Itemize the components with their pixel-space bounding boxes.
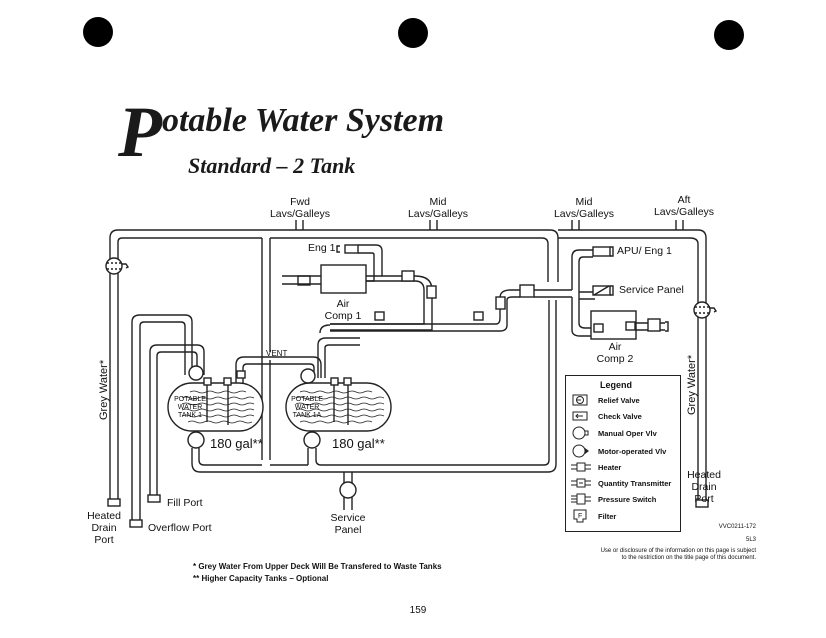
tank1-capacity: 180 gal** [210, 436, 263, 451]
legend-item: Manual Oper Vlv [570, 426, 657, 440]
pressure-switch-icon [571, 493, 591, 505]
main-supply-pipe [109, 220, 707, 500]
check-valve-icon [572, 411, 588, 421]
heater-icon [571, 462, 591, 472]
filter-icon: F [573, 509, 587, 523]
page-title: Potable Water System [118, 92, 445, 172]
tank1a-capacity: 180 gal** [332, 436, 385, 451]
relief-valve-icon [572, 394, 588, 406]
overflow-port-label: Overflow Port [148, 522, 212, 534]
fill-port-label: Fill Port [167, 497, 203, 509]
grey-water-right-label: Grey Water* [686, 354, 698, 415]
quantity-transmitter-icon [571, 478, 591, 488]
legend-item: Motor-operated Vlv [570, 444, 666, 458]
legend-item: Check Valve [570, 409, 642, 423]
page-number: 159 [409, 605, 427, 616]
heated-drain-port-right [695, 499, 709, 508]
heated-drain-port-left [107, 498, 121, 507]
grey-water-left-label: Grey Water* [98, 359, 110, 420]
doc-ref: 5L3 [745, 537, 756, 543]
fill-port [147, 494, 161, 503]
page-subtitle: Standard – 2 Tank [188, 153, 356, 178]
motor-valve-icon [572, 444, 589, 458]
legend-item: F Filter [570, 509, 616, 523]
apu-eng1-label: APU/ Eng 1 [617, 245, 672, 257]
grey-water-valve-right [693, 301, 718, 319]
manual-valve-icon [572, 426, 589, 440]
air-compressor-1 [282, 244, 437, 320]
legend-item: Pressure Switch [570, 492, 656, 506]
vent-label: VENT [266, 349, 288, 358]
hole-punch-center [398, 18, 428, 48]
legend-box: Legend Relief Valve Check Valve Manual O… [565, 375, 681, 532]
disclosure-notice: Use or disclosure of the information on … [600, 548, 756, 561]
hole-punch-right [714, 20, 744, 50]
legend-title: Legend [600, 380, 633, 390]
air-compressor-2 [590, 310, 669, 340]
svg-text:F: F [578, 513, 582, 520]
legend-item: Relief Valve [570, 393, 640, 407]
footnote-grey-water: * Grey Water From Upper Deck Will Be Tra… [193, 562, 442, 571]
doc-code: VVC0211-172 [718, 524, 756, 530]
legend-item: Quantity Transmitter [570, 476, 671, 490]
grey-water-valve-left [105, 257, 130, 275]
hole-punch-left [83, 17, 113, 47]
eng1-label: Eng 1 [308, 242, 336, 254]
service-panel-right-label: Service Panel [619, 284, 684, 296]
potable-water-tank-1 [167, 370, 264, 432]
potable-water-tank-1a [285, 368, 392, 432]
legend-item: Heater [570, 460, 621, 474]
footnote-capacity: ** Higher Capacity Tanks – Optional [193, 574, 329, 583]
overflow-port [129, 519, 143, 528]
